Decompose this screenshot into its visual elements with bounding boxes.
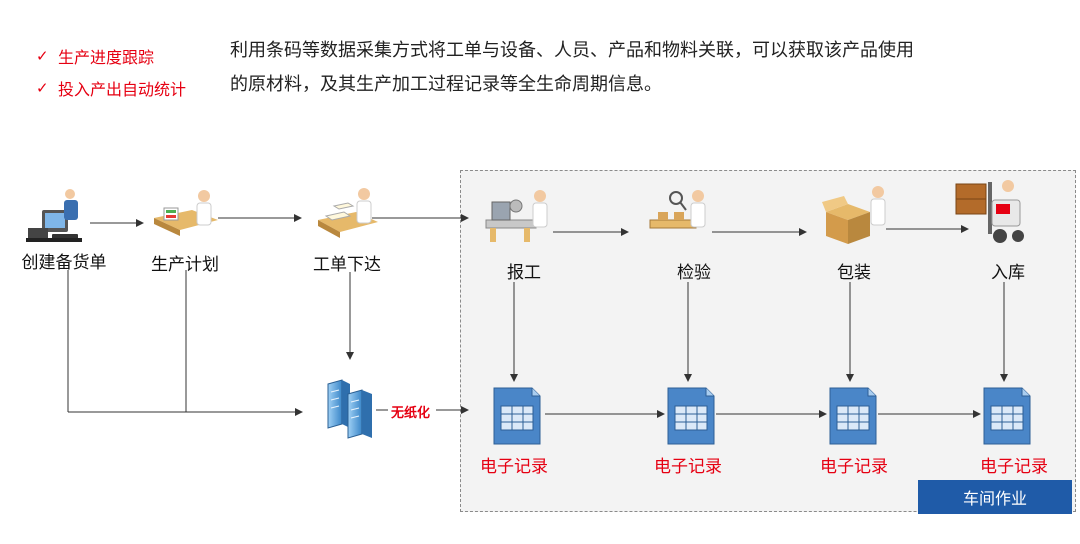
paperless-label: 无纸化 xyxy=(391,406,431,421)
check-icon: ✓ xyxy=(36,47,49,65)
feed-lines xyxy=(67,270,303,416)
server-icon xyxy=(327,379,372,439)
check-icon: ✓ xyxy=(36,79,49,97)
record-label: 电子记录 xyxy=(654,457,722,477)
step-report-label: 报工 xyxy=(507,263,541,283)
forklift-icon xyxy=(955,180,1024,243)
workshop-area xyxy=(460,170,1076,512)
step-pack-label: 包装 xyxy=(837,263,871,283)
feature-list: ✓ 生产进度跟踪 ✓ 投入产出自动统计 xyxy=(36,40,236,104)
record-label: 电子记录 xyxy=(480,457,548,477)
spreadsheet-icon xyxy=(667,387,715,445)
record-flow-arrows xyxy=(376,406,981,418)
feature-label: 投入产出自动统计 xyxy=(58,80,187,99)
report-machine-icon xyxy=(485,190,548,242)
intro-text: 利用条码等数据采集方式将工单与设备、人员、产品和物料关联，可以获取该产品使用 的… xyxy=(230,34,1030,102)
computer-workstation-icon xyxy=(26,189,82,242)
feature-item: ✓ 生产进度跟踪 xyxy=(36,40,236,72)
spreadsheet-icon xyxy=(493,387,541,445)
vertical-arrows xyxy=(346,272,1008,382)
step-production-plan-label: 生产计划 xyxy=(151,255,219,275)
record-label: 电子记录 xyxy=(820,457,888,477)
intro-line: 利用条码等数据采集方式将工单与设备、人员、产品和物料关联，可以获取该产品使用 xyxy=(230,40,914,61)
step-warehouse-label: 入库 xyxy=(991,263,1025,283)
feature-item: ✓ 投入产出自动统计 xyxy=(36,72,236,104)
spreadsheet-icon xyxy=(983,387,1031,445)
step-inspect-label: 检验 xyxy=(677,263,711,283)
planning-desk-icon xyxy=(154,190,218,236)
step-work-order-label: 工单下达 xyxy=(313,255,381,275)
feature-label: 生产进度跟踪 xyxy=(58,48,155,67)
spreadsheet-icon xyxy=(829,387,877,445)
workshop-tag: 车间作业 xyxy=(918,480,1072,514)
top-flow-arrows xyxy=(90,214,969,236)
intro-line: 的原材料，及其生产加工过程记录等全生命周期信息。 xyxy=(230,74,662,95)
record-label: 电子记录 xyxy=(980,457,1048,477)
packing-box-icon xyxy=(822,186,886,244)
inspection-icon xyxy=(649,190,706,229)
step-create-order-label: 创建备货单 xyxy=(21,253,107,273)
document-dispatch-icon xyxy=(318,188,378,238)
